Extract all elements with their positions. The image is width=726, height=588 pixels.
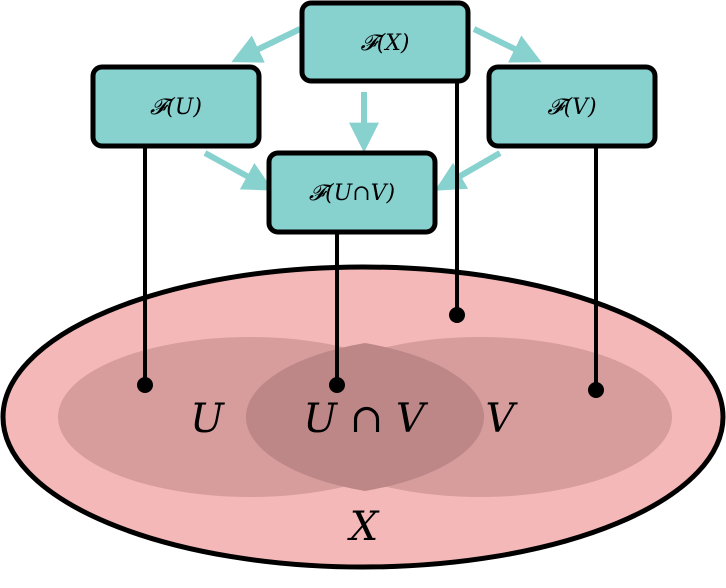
box-fv-label: 𝓕(V)	[547, 95, 596, 120]
arrow-fx-to-fu	[231, 26, 302, 63]
label-intersection: U ∩ V	[303, 396, 429, 442]
point-fuv	[329, 377, 345, 393]
point-fv	[588, 382, 604, 398]
arrow-fu-to-fuv	[203, 150, 274, 191]
box-fuv-label: 𝓕(U∩V)	[309, 181, 395, 206]
box-fv	[486, 64, 658, 149]
label-u: U	[190, 396, 225, 442]
intersection-region	[245, 343, 485, 491]
box-fu	[90, 64, 262, 149]
box-fu-label: 𝓕(U)	[150, 95, 202, 120]
box-fx	[299, 0, 471, 84]
box-fuv	[266, 150, 438, 235]
point-fx	[449, 307, 465, 323]
label-x: X	[347, 504, 380, 550]
box-fx-label: 𝓕(X)	[360, 31, 409, 56]
label-v: V	[486, 396, 519, 442]
point-fu	[137, 377, 153, 393]
arrow-fx-to-fv	[472, 26, 542, 63]
arrow-fv-to-fuv	[434, 150, 502, 191]
